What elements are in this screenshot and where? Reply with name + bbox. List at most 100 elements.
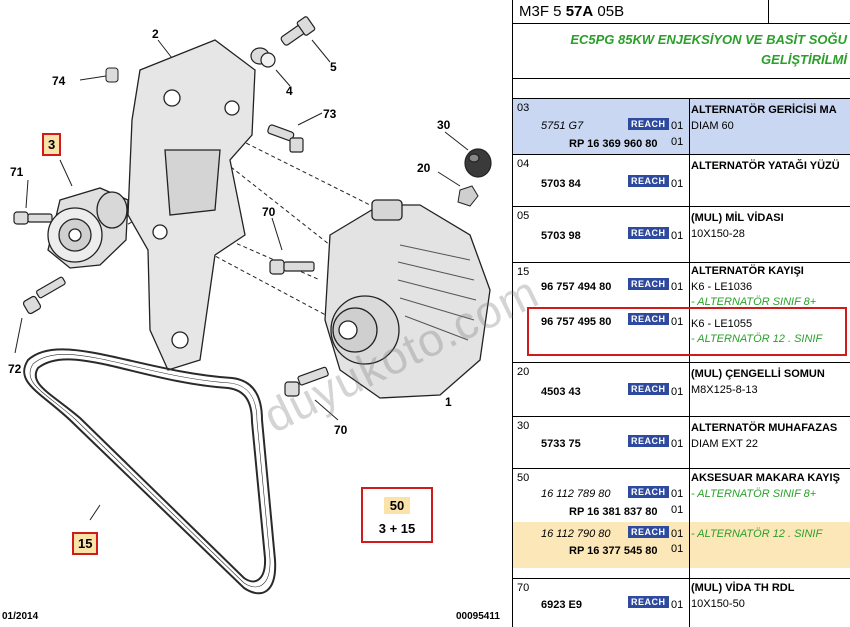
table-row[interactable]: 30 5733 75 REACH 01 ALTERNATÖR MUHAFAZAS…: [513, 416, 850, 468]
item-number: 20: [517, 366, 530, 378]
quantity: 01: [671, 386, 684, 398]
part-number-rp: RP 16 369 960 80: [569, 138, 658, 150]
part-spec: K6 - LE1036: [691, 281, 753, 293]
item-number: 15: [517, 266, 530, 278]
part-variant: - ALTERNATÖR 12 . SINIF: [691, 528, 823, 540]
part-spec: 10X150-50: [691, 598, 745, 610]
exploded-diagram: 74 2 5 4 73 30 20 3 71 70 72 70 1 15 50 …: [2, 16, 500, 622]
reference-bold: 57A: [565, 3, 594, 20]
quantity: 01: [671, 504, 684, 516]
parts-list: M3F 5 57A 05B EC5PG 85KW ENJEKSİYON VE B…: [512, 0, 850, 627]
part-description: ALTERNATÖR MUHAFAZAS: [691, 422, 838, 434]
quantity: 01: [671, 178, 684, 190]
reference-prefix: M3F 5: [519, 3, 566, 20]
part-number: 5751 G7: [541, 120, 584, 132]
row-highlight-yellow: [513, 522, 850, 568]
reach-badge: REACH: [628, 313, 669, 325]
highlight-box: [527, 307, 847, 356]
part-number: 4503 43: [541, 386, 581, 398]
callout-73: 73: [323, 107, 337, 121]
table-row[interactable]: 20 4503 43 REACH 01 (MUL) ÇENGELLİ SOMUN…: [513, 362, 850, 416]
reach-badge: REACH: [628, 526, 669, 538]
reference-suffix: 05B: [593, 3, 625, 20]
callout-71: 71: [10, 165, 24, 179]
quantity: 01: [671, 120, 684, 132]
part-spec: 10X150-28: [691, 228, 745, 240]
reference-code: M3F 5 57A 05B: [519, 3, 624, 20]
table-row[interactable]: 03 5751 G7 REACH 01 RP 16 369 960 80 01 …: [513, 98, 850, 154]
part-number: 5703 84: [541, 178, 581, 190]
item-number: 03: [517, 102, 530, 114]
reach-badge: REACH: [628, 227, 669, 239]
item-number: 04: [517, 158, 530, 170]
reach-badge: REACH: [628, 278, 669, 290]
callout-1: 1: [445, 395, 452, 409]
quantity: 01: [671, 543, 684, 555]
reach-badge: REACH: [628, 486, 669, 498]
part-number: 16 112 790 80: [541, 528, 611, 540]
part-number: 16 112 789 80: [541, 488, 611, 500]
part-number-rp: RP 16 381 837 80: [569, 506, 658, 518]
quantity: 01: [671, 136, 684, 148]
reach-badge: REACH: [628, 383, 669, 395]
callout-15: 15: [72, 532, 99, 555]
reference-bar: M3F 5 57A 05B: [513, 0, 850, 24]
table-row[interactable]: 04 5703 84 REACH 01 ALTERNATÖR YATAĞI YÜ…: [513, 154, 850, 206]
row-highlight-blue: [513, 98, 850, 154]
reach-badge: REACH: [628, 435, 669, 447]
callout-5: 5: [330, 60, 337, 74]
reach-badge: REACH: [628, 118, 669, 130]
part-description: AKSESUAR MAKARA KAYIŞ: [691, 472, 840, 484]
quantity: 01: [671, 316, 684, 328]
part-variant: - ALTERNATÖR 12 . SINIF: [691, 333, 823, 345]
item-number: 70: [517, 582, 530, 594]
quantity: 01: [671, 281, 684, 293]
part-number: 96 757 494 80: [541, 281, 612, 293]
diagram-drawing: [13, 16, 492, 595]
part-spec: DIAM EXT 22: [691, 438, 759, 450]
section-title: EC5PG 85KW ENJEKSİYON VE BASİT SOĞU GELİ…: [513, 30, 850, 70]
part-number-rp: RP 16 377 545 80: [569, 545, 658, 557]
callout-70-lower: 70: [334, 423, 348, 437]
callout-50-group: 50 3 + 15: [361, 487, 433, 543]
callout-30: 30: [437, 118, 451, 132]
table-row[interactable]: 70 6923 E9 REACH 01 (MUL) VİDA TH RDL 10…: [513, 578, 850, 627]
table-row[interactable]: 15 96 757 494 80 REACH 01 ALTERNATÖR KAY…: [513, 262, 850, 362]
part-variant: - ALTERNATÖR SINIF 8+: [691, 296, 817, 308]
reach-badge: REACH: [628, 175, 669, 187]
callout-74: 74: [52, 74, 66, 88]
callout-4: 4: [286, 84, 293, 98]
part-description: ALTERNATÖR YATAĞI YÜZÜ: [691, 160, 840, 172]
callout-70-upper: 70: [262, 205, 276, 219]
quantity: 01: [671, 528, 684, 540]
part-variant: - ALTERNATÖR SINIF 8+: [691, 488, 817, 500]
quantity: 01: [671, 599, 684, 611]
title-line-2: GELİŞTİRİLMİ: [761, 52, 847, 67]
part-spec: DIAM 60: [691, 120, 734, 132]
part-description: (MUL) VİDA TH RDL: [691, 582, 795, 594]
callout-20: 20: [417, 161, 431, 175]
part-description: ALTERNATÖR GERİCİSİ MA: [691, 104, 837, 116]
table-row[interactable]: 50 16 112 789 80 REACH 01 RP 16 381 837 …: [513, 468, 850, 578]
callout-72: 72: [8, 362, 22, 376]
part-number: 96 757 495 80: [541, 316, 612, 328]
quantity: 01: [671, 488, 684, 500]
item-number: 05: [517, 210, 530, 222]
quantity: 01: [671, 230, 684, 242]
callout-50-subtext: 3 + 15: [378, 521, 416, 536]
part-number: 5733 75: [541, 438, 581, 450]
topbar-separator: [768, 0, 769, 24]
callout-3: 3: [42, 133, 62, 156]
date-code: 01/2014: [2, 611, 39, 622]
item-number: 30: [517, 420, 530, 432]
part-spec: M8X125-8-13: [691, 384, 758, 396]
part-number: 5703 98: [541, 230, 581, 242]
part-description: ALTERNATÖR KAYIŞI: [691, 265, 804, 277]
table-row[interactable]: 05 5703 98 REACH 01 (MUL) MİL VİDASI 10X…: [513, 206, 850, 262]
part-number: 6923 E9: [541, 599, 582, 611]
quantity: 01: [671, 438, 684, 450]
item-number: 50: [517, 472, 530, 484]
title-line-1: EC5PG 85KW ENJEKSİYON VE BASİT SOĞU: [570, 32, 847, 47]
diagram-code: 00095411: [456, 611, 500, 622]
reach-badge: REACH: [628, 596, 669, 608]
